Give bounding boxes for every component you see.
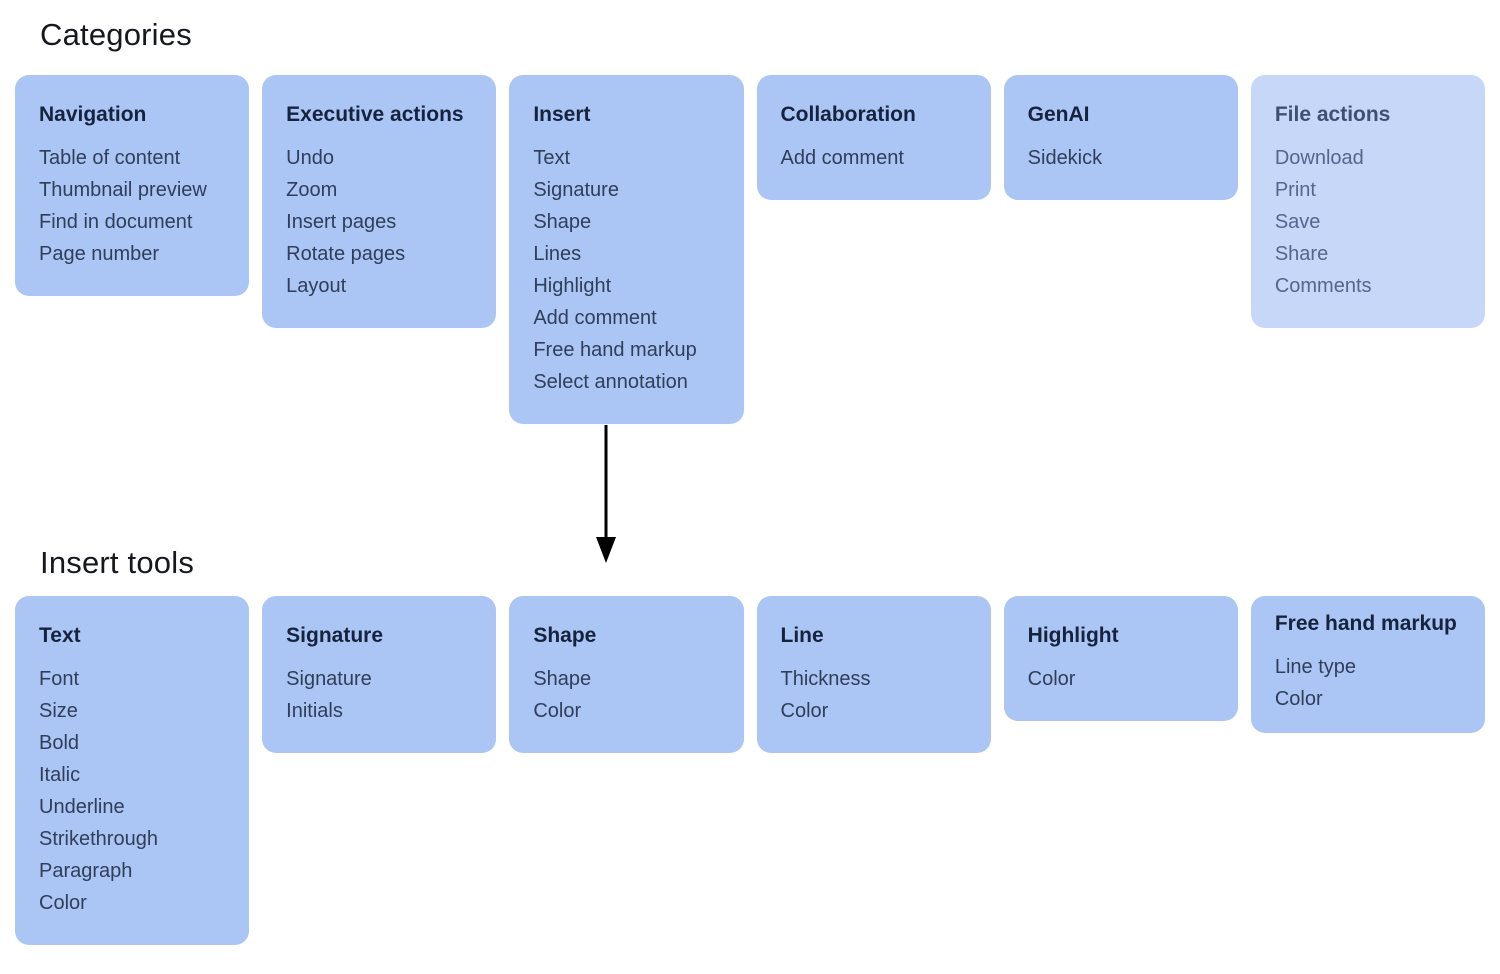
card-item: Underline — [39, 796, 125, 818]
card-item: Highlight — [533, 275, 612, 297]
card-item-list: Color — [1028, 663, 1216, 695]
card-item: Color — [780, 700, 829, 722]
card-title: Insert — [533, 103, 591, 126]
card-item: Thumbnail preview — [39, 179, 207, 201]
card-item-list: Sidekick — [1028, 142, 1216, 174]
card-item: Add comment — [780, 147, 904, 169]
card-title: Shape — [533, 624, 597, 647]
card-title: Line — [780, 624, 824, 647]
card-title: Text — [39, 624, 81, 647]
card-item: Color — [39, 892, 87, 914]
card-item: Size — [39, 700, 78, 722]
card-item: Zoom — [286, 179, 338, 201]
card-title: Free hand markup — [1274, 612, 1457, 635]
card-item: Font — [39, 668, 80, 690]
card-highlight: Highlight Color — [1003, 596, 1238, 721]
card-item: Table of content — [39, 147, 181, 169]
card-item: Select annotation — [533, 371, 688, 393]
card-title: File actions — [1274, 103, 1391, 126]
card-item: Signature — [533, 179, 619, 201]
card-item: Shape — [533, 668, 592, 690]
card-item: Bold — [39, 732, 80, 754]
card-item: Insert pages — [286, 211, 397, 233]
card-item: Layout — [286, 275, 347, 297]
card-item: Free hand markup — [533, 339, 697, 361]
card-item: Save — [1274, 211, 1321, 233]
card-item: Shape — [533, 211, 592, 233]
card-item: Download — [1274, 147, 1364, 169]
card-genai: GenAI Sidekick — [1003, 75, 1238, 200]
card-item: Text — [533, 147, 571, 169]
card-collaboration: Collaboration Add comment — [756, 75, 991, 200]
card-item: Line type — [1274, 656, 1356, 678]
card-item: Color — [1027, 668, 1076, 690]
card-title: Executive actions — [286, 103, 464, 126]
card-item: Initials — [286, 700, 343, 722]
card-item: Undo — [286, 147, 334, 169]
card-item: Add comment — [533, 307, 657, 329]
card-title: Signature — [286, 624, 384, 647]
card-item: Strikethrough — [39, 828, 158, 850]
card-item: Lines — [533, 243, 582, 265]
card-item: Share — [1274, 243, 1329, 265]
card-item: Italic — [39, 764, 81, 786]
section-title-categories: Categories — [40, 17, 192, 52]
card-item: Comments — [1274, 275, 1372, 297]
card-item: Print — [1274, 179, 1316, 201]
card-item-list: Add comment — [781, 142, 969, 174]
insert-to-insert-tools-arrow-icon — [596, 425, 616, 563]
card-item: Sidekick — [1027, 147, 1103, 169]
card-item: Rotate pages — [286, 243, 406, 265]
card-title: GenAI — [1027, 103, 1090, 126]
card-item: Signature — [286, 668, 372, 690]
card-item: Color — [533, 700, 582, 722]
card-title: Highlight — [1027, 624, 1119, 647]
card-item: Find in document — [39, 211, 193, 233]
card-item: Thickness — [780, 668, 871, 690]
section-title-insert-tools: Insert tools — [40, 545, 195, 580]
card-title: Collaboration — [780, 103, 916, 126]
card-item: Paragraph — [39, 860, 133, 882]
card-item: Page number — [39, 243, 160, 265]
card-title: Navigation — [39, 103, 147, 126]
card-item: Color — [1274, 688, 1323, 710]
